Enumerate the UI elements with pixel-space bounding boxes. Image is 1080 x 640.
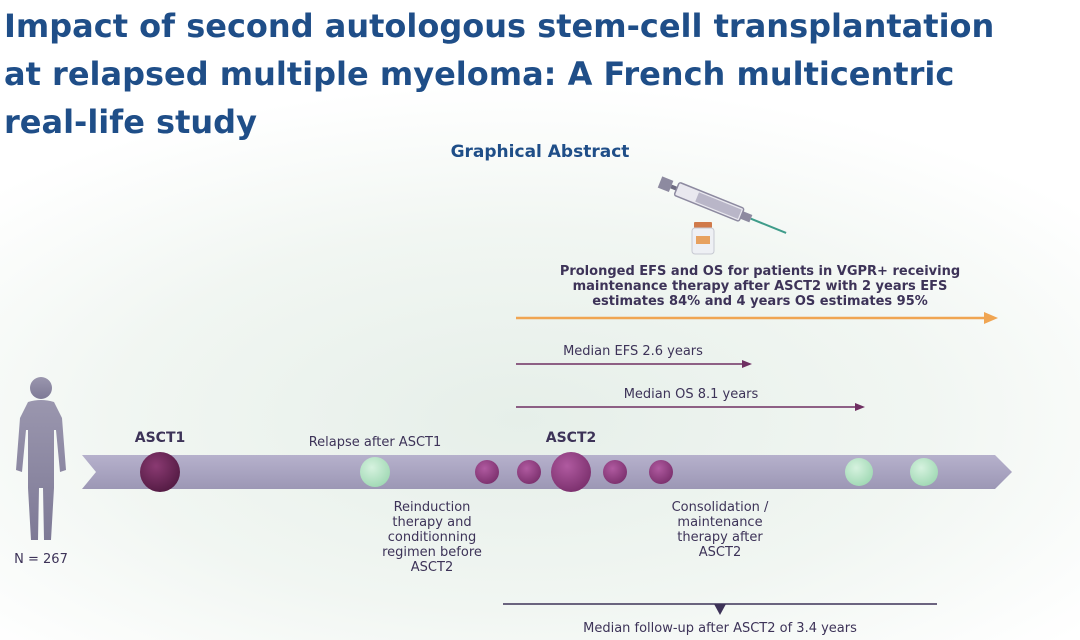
follow-up-dot xyxy=(845,458,873,486)
relapse-dot xyxy=(360,457,390,487)
title-line-2: at relapsed multiple myeloma: A French m… xyxy=(4,55,955,93)
median-efs-label: Median EFS 2.6 years xyxy=(563,344,703,359)
maintenance-dot xyxy=(649,460,673,484)
follow-up-dot xyxy=(910,458,938,486)
consolidation-label: Consolidation / maintenance therapy afte… xyxy=(671,500,769,560)
page-title: Impact of second autologous stem-cell tr… xyxy=(4,2,994,146)
follow-up-line xyxy=(503,603,937,615)
median-efs-arrow xyxy=(516,360,752,368)
reinduction-dot xyxy=(517,460,541,484)
asct1-dot xyxy=(140,452,180,492)
reinduction-label: Reinduction therapy and conditionning re… xyxy=(382,500,482,575)
title-line-3: real-life study xyxy=(4,103,257,141)
follow-up-label: Median follow-up after ASCT2 of 3.4 year… xyxy=(583,621,857,636)
vgpr-outcome-arrow xyxy=(516,312,998,324)
patient-silhouette-icon xyxy=(16,377,66,540)
syringe-icon xyxy=(657,176,787,234)
cohort-size-label: N = 267 xyxy=(14,552,68,567)
vgpr-outcome-text: Prolonged EFS and OS for patients in VGP… xyxy=(559,264,961,309)
reinduction-dot xyxy=(475,460,499,484)
title-line-1: Impact of second autologous stem-cell tr… xyxy=(4,7,995,45)
graphical-abstract-label: Graphical Abstract xyxy=(450,142,630,162)
median-os-arrow xyxy=(516,403,865,411)
asct2-dot xyxy=(551,452,591,492)
asct1-label: ASCT1 xyxy=(134,430,186,446)
timeline-bar xyxy=(82,455,1012,489)
maintenance-dot xyxy=(603,460,627,484)
relapse-label: Relapse after ASCT1 xyxy=(308,435,442,450)
median-os-label: Median OS 8.1 years xyxy=(623,387,759,402)
asct2-label: ASCT2 xyxy=(545,430,597,446)
vial-icon xyxy=(691,222,715,255)
